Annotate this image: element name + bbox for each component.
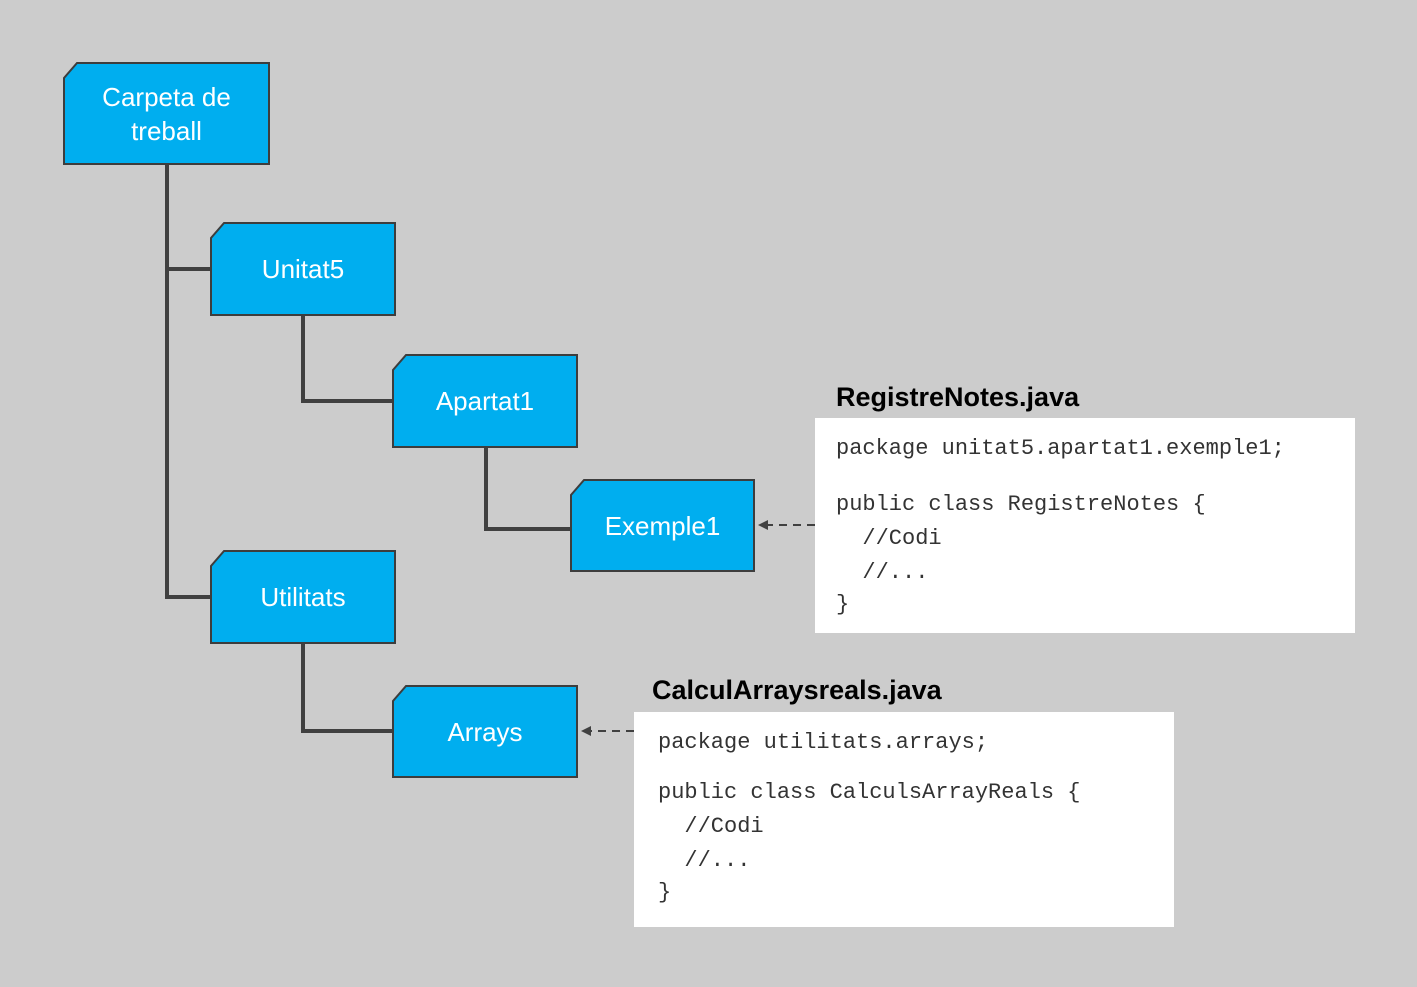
folder-unitat5: Unitat5 — [210, 222, 396, 316]
code-line: //Codi — [658, 814, 764, 839]
folder-apartat1: Apartat1 — [392, 354, 578, 448]
code-line: public class CalculsArrayReals { — [658, 780, 1081, 805]
connector-root-utilitats — [165, 269, 212, 599]
folder-icon — [392, 685, 578, 778]
connector-apartat1-exemple1 — [484, 447, 571, 531]
code-line: //Codi — [836, 526, 942, 551]
folder-icon — [210, 222, 396, 316]
folder-icon — [570, 479, 755, 572]
folder-exemple1: Exemple1 — [570, 479, 755, 572]
code-line: package utilitats.arrays; — [658, 730, 989, 755]
file-title-registrenotes: RegistreNotes.java — [836, 382, 1080, 412]
code-line: package unitat5.apartat1.exemple1; — [836, 436, 1285, 461]
code-line: //... — [836, 560, 929, 585]
folder-label: Arrays — [447, 716, 523, 747]
code-line: } — [658, 880, 672, 905]
connector-utilitats-arrays — [301, 643, 393, 733]
code-line: } — [836, 592, 850, 617]
code-line: //... — [658, 848, 751, 873]
folder-label: Unitat5 — [261, 254, 345, 284]
folder-utilitats: Utilitats — [210, 550, 396, 644]
code-box-registrenotes: package unitat5.apartat1.exemple1; publi… — [815, 418, 1355, 633]
file-title-calculsarrays: CalculArraysreals.java — [652, 675, 942, 705]
folder-icon — [392, 354, 578, 448]
code-line: public class RegistreNotes { — [836, 492, 1206, 517]
connector-root-unitat5 — [165, 165, 212, 271]
code-box-calculsarrays: package utilitats.arrays; public class C… — [634, 712, 1174, 927]
folder-arrays: Arrays — [392, 685, 578, 778]
folder-icon — [210, 550, 396, 644]
folder-label: Exemple1 — [604, 510, 721, 541]
folder-label: Apartat1 — [435, 386, 535, 416]
folder-label: Utilitats — [260, 582, 346, 612]
connector-unitat5-apartat1 — [301, 315, 393, 403]
folder-icon — [63, 62, 270, 165]
